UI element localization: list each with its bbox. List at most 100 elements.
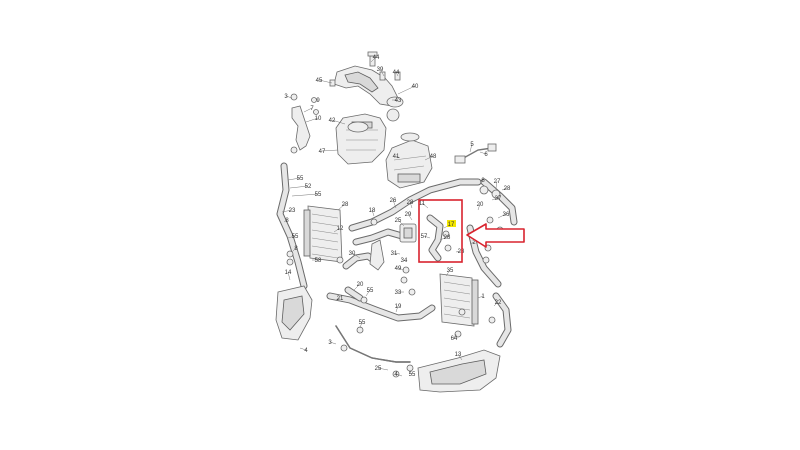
callout-label: 18	[369, 208, 376, 214]
callout-label: 42	[329, 118, 336, 124]
leader-line	[453, 333, 457, 339]
callout-label: 36	[503, 212, 510, 218]
leader-line	[395, 305, 399, 313]
leader-line	[455, 250, 462, 253]
leader-line	[479, 179, 484, 183]
leader-line	[333, 227, 341, 233]
callout-label: 30	[349, 251, 356, 257]
callout-label: 4	[304, 348, 308, 354]
callout-label: 40	[412, 84, 419, 90]
intake-pipe-upper	[333, 65, 404, 122]
callout-label: 12	[337, 226, 344, 232]
leader-line	[351, 252, 361, 259]
leader-line	[457, 353, 463, 361]
hose-left-riser	[276, 162, 308, 290]
leader-line	[335, 297, 341, 301]
leader-line	[495, 180, 498, 189]
leader-line	[501, 187, 508, 191]
callout-label: 57	[421, 234, 428, 240]
leader-line	[291, 193, 319, 197]
callout-label: 13	[455, 352, 462, 358]
leader-line	[289, 185, 309, 189]
leader-line	[397, 219, 405, 227]
callout-label: 20	[357, 282, 364, 288]
callout-label: 39	[377, 67, 384, 73]
sensor-wire	[454, 143, 497, 164]
hose-highlighted	[426, 214, 452, 262]
air-duct-right	[417, 349, 501, 393]
callout-label: 10	[315, 116, 322, 122]
callout-highlight-background	[447, 220, 456, 227]
highlight-box	[418, 199, 463, 263]
leader-line	[359, 321, 363, 329]
leader-line	[393, 252, 401, 255]
callout-label: 58	[315, 258, 322, 264]
callout-label: 45	[316, 78, 323, 84]
callout-label: 14	[285, 270, 292, 276]
callout-label: 55	[409, 372, 416, 378]
leader-line	[445, 269, 451, 277]
callout-label: 21	[337, 296, 344, 302]
callout-label: 2	[472, 240, 476, 246]
intercooler-right	[439, 273, 479, 327]
intercooler-left	[303, 205, 343, 263]
leader-line	[287, 235, 296, 239]
callout-label: 29	[405, 212, 412, 218]
callout-label: 9	[316, 98, 320, 104]
leader-line	[409, 201, 413, 209]
hose-right-lower	[492, 292, 512, 348]
callout-label: 55	[292, 234, 299, 240]
callout-label: 31	[391, 251, 398, 257]
callout-label: 28	[444, 235, 451, 241]
bolts-top	[311, 51, 401, 115]
leader-line	[397, 267, 405, 271]
leader-line	[409, 371, 413, 375]
leader-line	[365, 289, 371, 297]
leader-line	[303, 107, 313, 113]
leader-line	[421, 202, 429, 209]
leader-line	[287, 271, 291, 281]
pipe-19	[344, 286, 364, 302]
leader-line	[283, 219, 288, 223]
leader-line	[403, 259, 407, 263]
callout-label: 8	[294, 246, 298, 252]
leader-line	[331, 119, 346, 125]
leader-line	[395, 71, 399, 77]
valve-center	[399, 223, 417, 243]
callout-label: 7	[310, 106, 314, 112]
leader-line	[477, 295, 484, 299]
callout-label: 5	[470, 142, 474, 148]
leader-line	[377, 367, 389, 371]
leader-line	[395, 373, 403, 377]
callout-label: 20	[477, 202, 484, 208]
callout-label: 47	[319, 149, 326, 155]
callout-label: 25	[395, 218, 402, 224]
hose-center-left	[352, 228, 406, 246]
callout-label: 44	[393, 70, 400, 76]
leader-line	[469, 241, 475, 245]
bracket-center	[369, 239, 385, 271]
callout-label: 34	[401, 258, 408, 264]
callout-label: 25	[375, 366, 382, 372]
leader-line	[305, 117, 319, 123]
callout-label: 23	[289, 208, 296, 214]
callout-label: 43	[395, 98, 402, 104]
leader-line	[287, 177, 301, 181]
callout-label: 55	[359, 320, 366, 326]
callout-label: 48	[430, 154, 437, 160]
intake-runner-left	[335, 113, 387, 165]
callout-label: 8	[285, 218, 289, 224]
callout-label: 28	[504, 186, 511, 192]
leader-line	[407, 213, 413, 221]
leader-line	[353, 283, 361, 291]
leader-line	[291, 247, 297, 253]
callout-label: 49	[395, 266, 402, 272]
leader-line	[491, 197, 499, 201]
hose-right-descent	[466, 224, 502, 288]
leader-line	[392, 199, 397, 209]
hose-right-top	[480, 178, 518, 226]
callout-label-highlighted: 17	[448, 222, 455, 228]
callout-label: 55	[297, 176, 304, 182]
leader-line	[395, 155, 401, 159]
